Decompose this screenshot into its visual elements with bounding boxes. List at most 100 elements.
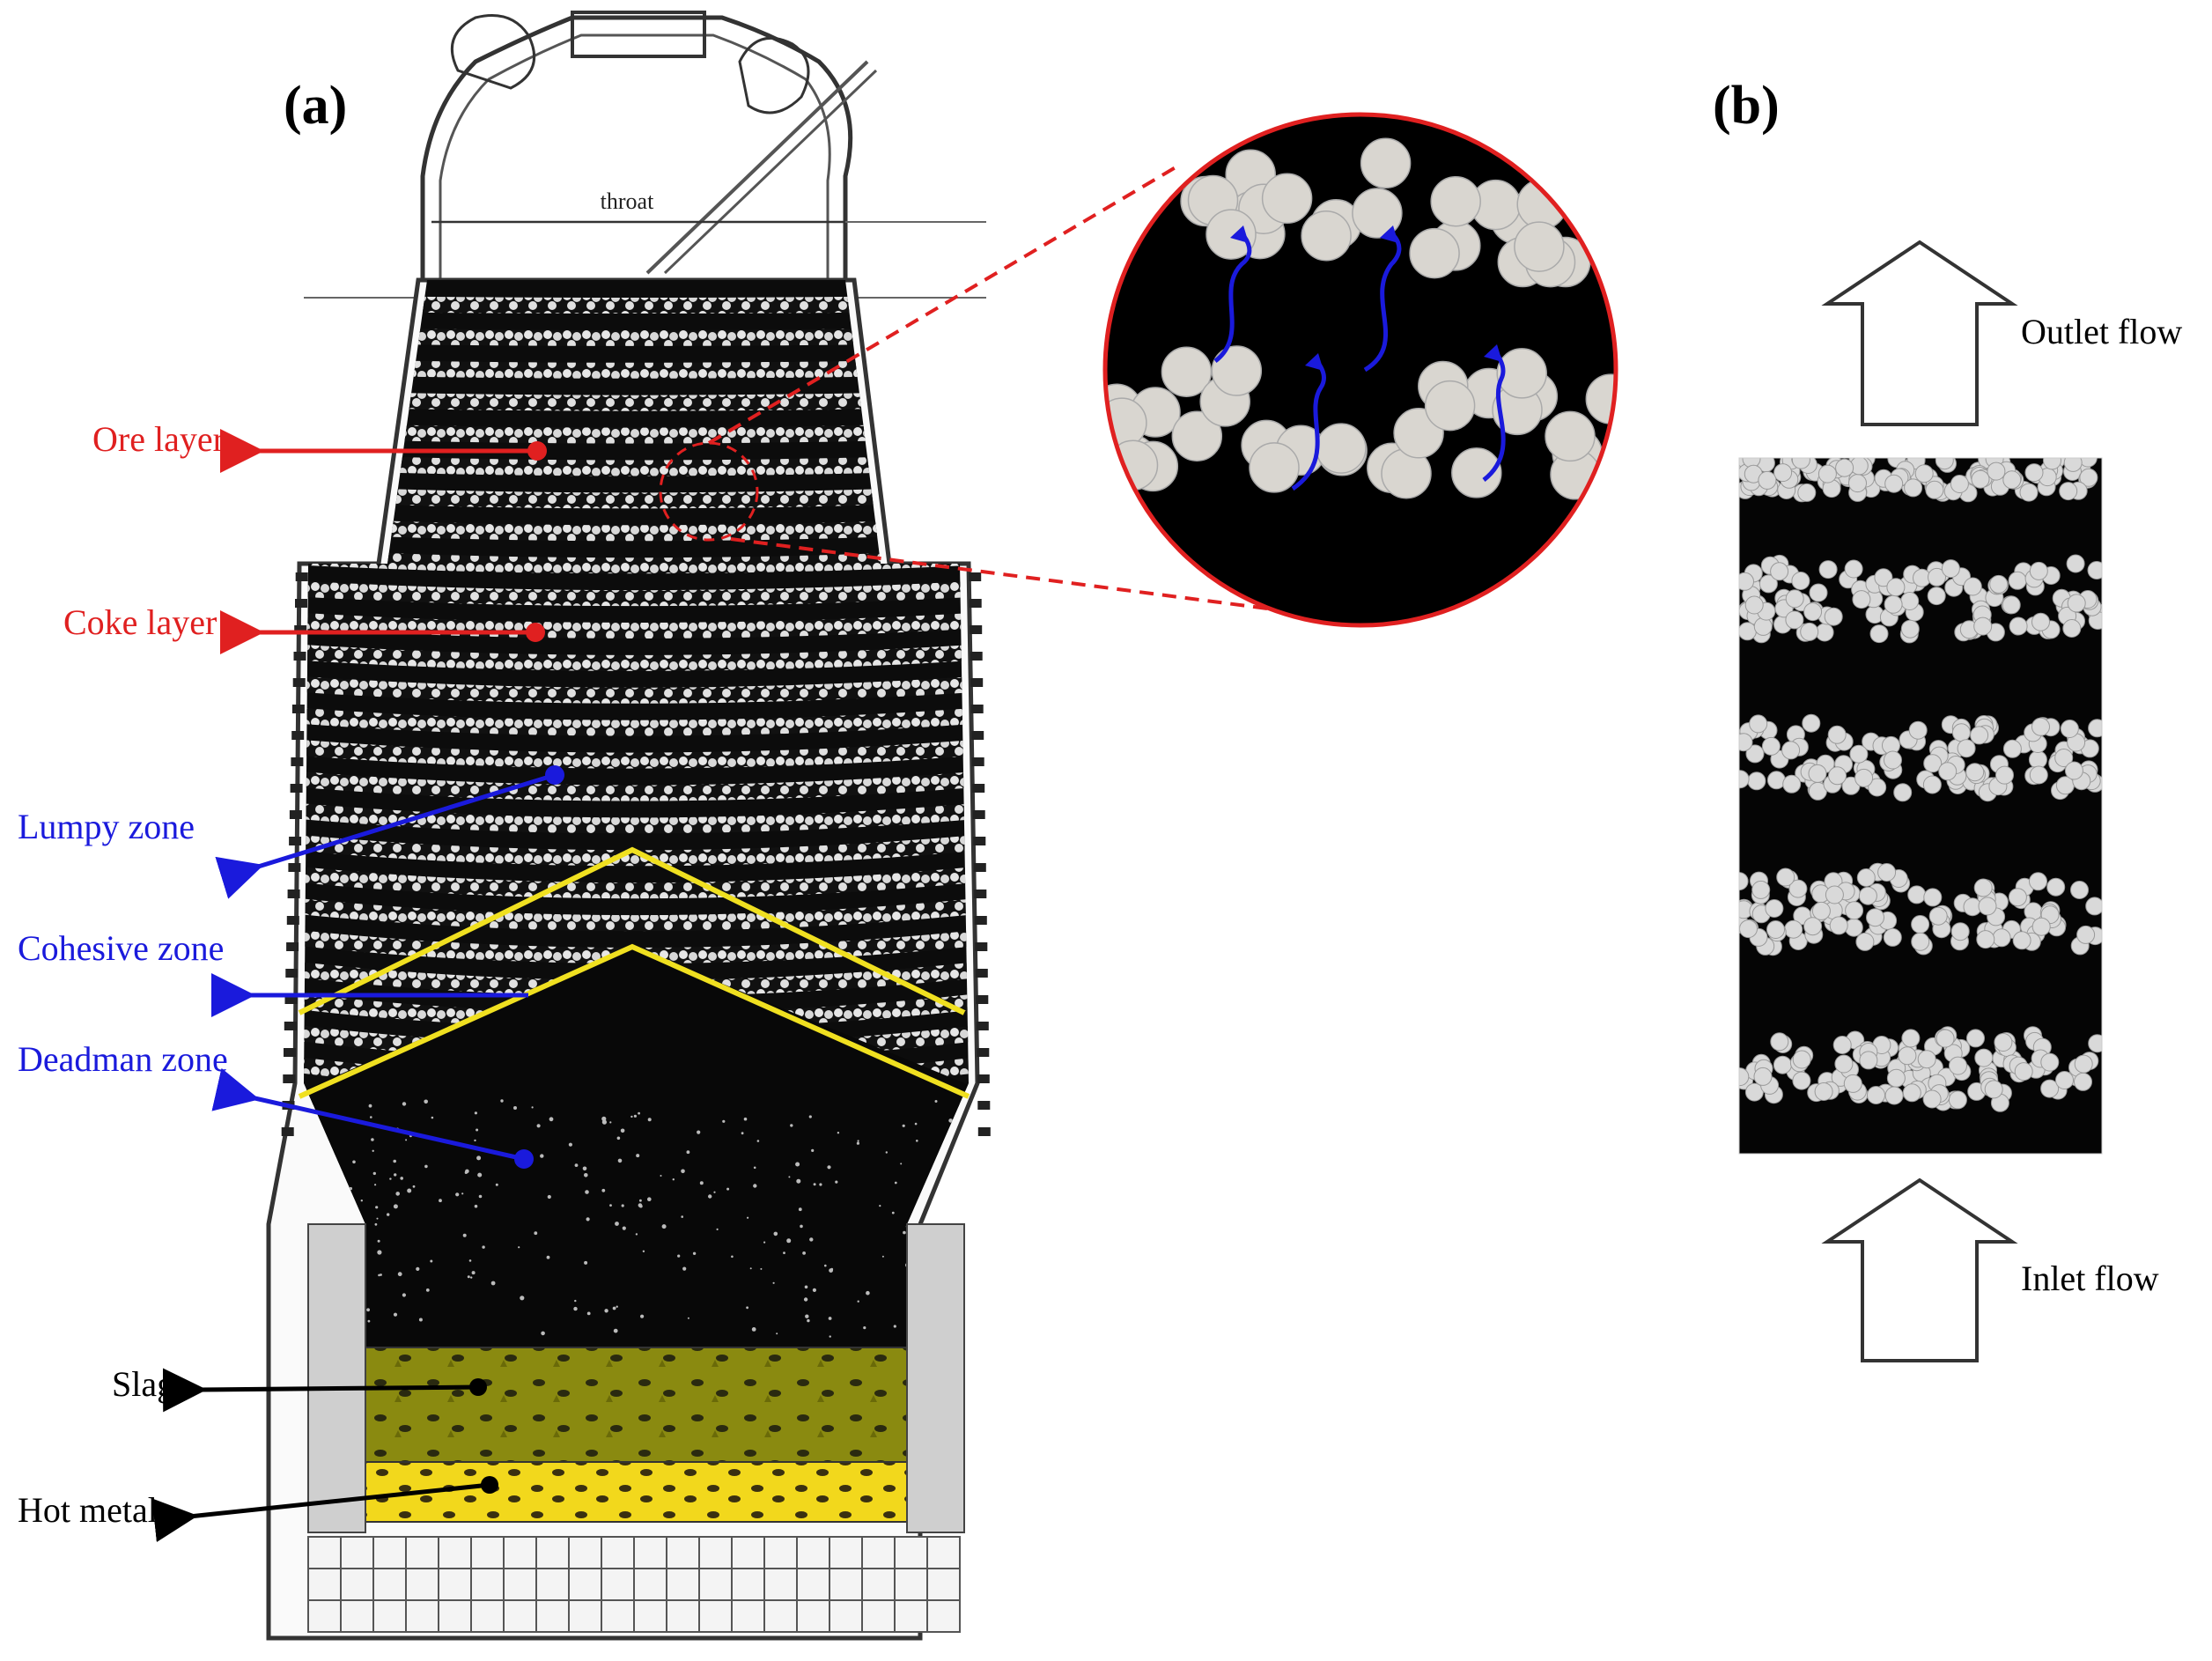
deadman-speck [582,1166,587,1171]
strip-particle [2012,931,2031,950]
deadman-speck [647,1118,652,1122]
deadman-speck [805,1314,809,1318]
strip-particle [1782,774,1802,794]
strip-particle [1739,572,1754,591]
deadman-speck [753,1166,756,1170]
hearth-brick [698,1599,733,1633]
deadman-speck [900,1163,903,1165]
deadman-speck [431,1116,434,1119]
deadman-speck [829,1268,833,1273]
deadman-speck [395,1192,401,1196]
deadman-speck [405,1139,408,1141]
hearth-brick [894,1568,928,1601]
hearth-brick [861,1599,896,1633]
ore-band [304,707,969,736]
strip-particle [2074,1054,2093,1074]
deadman-speck [803,1297,808,1302]
deadman-speck [916,1140,918,1142]
deadman-speck [686,1150,690,1155]
strip-particle [1886,1068,1906,1088]
strip-particle [2008,571,2027,590]
strip-particle [1811,901,1831,920]
deadman-speck [389,1177,392,1180]
hearth-brick [372,1536,407,1569]
strip-particle [1745,744,1765,764]
strip-particle [1935,458,1954,470]
deadman-speck [682,1266,687,1271]
ore-particle [1206,209,1257,260]
deadman-speck [474,1204,478,1208]
deadman-speck [617,1158,623,1163]
hearth-brick [666,1599,700,1633]
stud-right [973,837,986,845]
deadman-speck [811,1148,815,1152]
strip-particle [1908,720,1928,740]
ore-layer-label: Ore layer [92,419,225,459]
deadman-speck [471,1271,476,1275]
strip-particle [1963,577,1982,596]
deadman-zone-label: Deadman zone [18,1039,228,1079]
deadman-speck [375,1206,379,1209]
stud-left [283,1074,296,1083]
deadman-speck [837,1132,840,1134]
strip-particle [1856,868,1876,887]
ore-band [304,897,969,932]
cohesive-zone-lower-boundary [298,943,970,1099]
stud-left [288,863,301,872]
strip-particle [1884,750,1902,770]
hearth-brick [438,1568,472,1601]
strip-particle [1900,619,1920,639]
ore-particle [1409,227,1460,279]
strip-particle [1739,733,1753,752]
strip-particle [1938,762,1958,781]
deadman-speck [681,1169,685,1174]
strip-particle [1950,922,1970,941]
hearth-brick [307,1599,342,1633]
deadman-speck [568,1142,573,1147]
lumpy-zone-callout: Lumpy zone [18,765,564,899]
deadman-speck [536,1124,541,1128]
furnace-uptake-left [450,14,536,90]
deadman-speck [464,1170,468,1174]
strip-particle [1792,1071,1811,1090]
deadman-speck [708,1194,712,1199]
hearth-brick [503,1568,537,1601]
strip-particle [2064,761,2083,780]
stud-left [286,916,299,925]
strip-particle [1867,1086,1885,1104]
strip-particle [1927,587,1946,606]
hearth-brick [568,1599,602,1633]
deadman-speck [377,1239,380,1243]
strip-particle [1987,461,2006,481]
hearth-brick [633,1568,667,1601]
stud-left [289,810,302,819]
strip-particle [1829,916,1848,935]
deadman-speck [891,1211,895,1214]
strip-particle [2002,595,2021,615]
deadman-speck [894,1181,897,1185]
deadman-speck [462,1233,467,1237]
strip-particle [1747,771,1766,791]
panel-label-b: (b) [1713,76,1780,136]
hearth-brick [568,1568,602,1601]
deadman-speck [731,1255,734,1259]
deadman-speck [366,1308,370,1312]
strip-particle [1845,901,1864,920]
deadman-speck [692,1251,697,1256]
deadman-speck [513,1106,517,1110]
hearth-bottom-bricks [307,1536,961,1633]
deadman-speck [372,1149,374,1153]
strip-particle [1859,1051,1878,1070]
ore-band [304,295,969,314]
strip-particle [2074,1072,2092,1091]
hearth-brick-right [906,1223,965,1533]
strip-particle [1874,568,1893,587]
cohesive-zone-callout: Cohesive zone [18,928,528,1017]
strip-particle [2014,1062,2033,1081]
panel-label-a: (a) [284,76,347,136]
strip-particle [2024,463,2044,483]
stud-right [970,625,983,634]
strip-particle [2055,1071,2074,1089]
strip-particle [1749,714,1768,734]
ore-band [304,929,969,963]
